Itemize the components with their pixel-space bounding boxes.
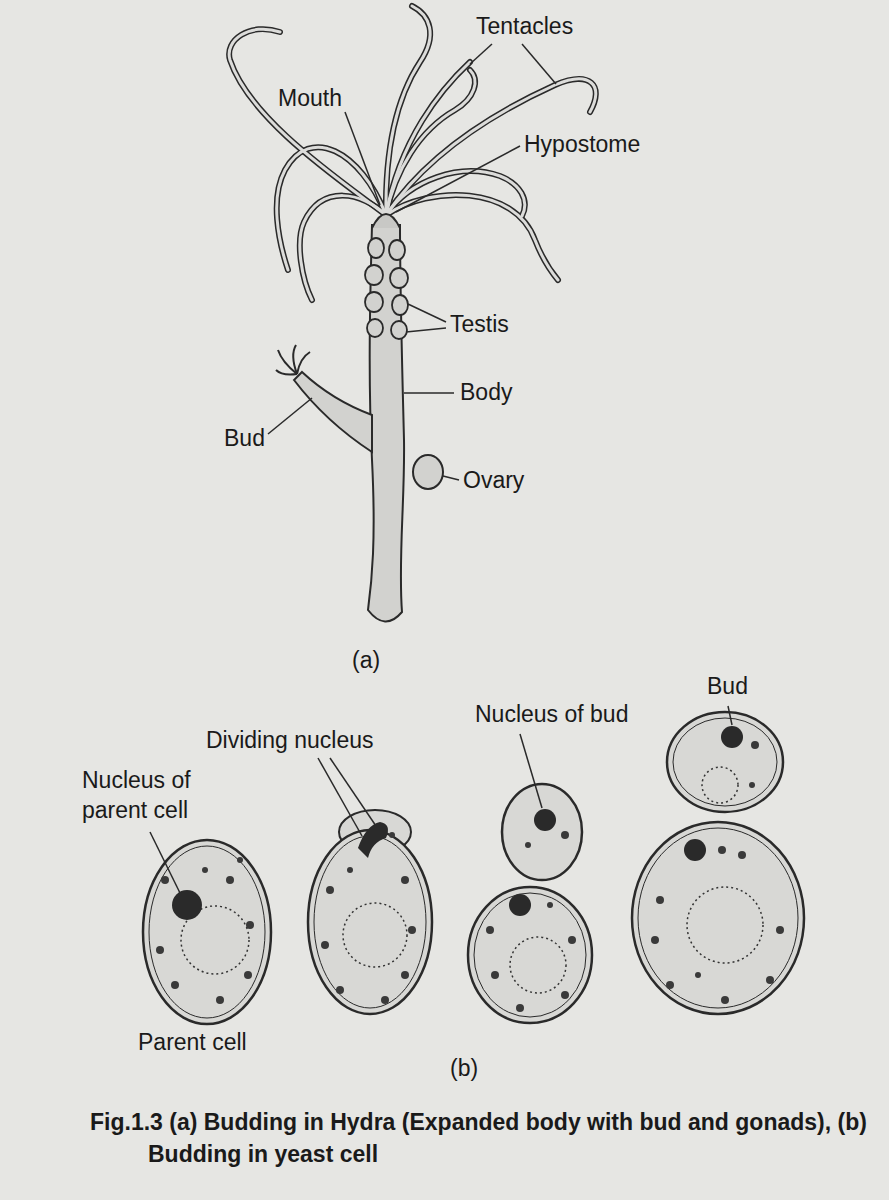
testis-lobes [365, 238, 408, 339]
hydra-bud [294, 372, 372, 452]
leader-lines [150, 706, 732, 893]
bud-label: Bud [707, 672, 748, 702]
ovary-label: Ovary [463, 466, 524, 496]
parent-cell-label: Parent cell [138, 1028, 247, 1058]
mouth-label: Mouth [278, 84, 342, 114]
bud-label: Bud [224, 424, 265, 454]
bud-nucleus-label: Nucleus of bud [475, 700, 628, 730]
bud-tentacles [276, 345, 310, 375]
figure-part-label: (a) [352, 646, 380, 676]
yeast-cell-2 [308, 810, 432, 1014]
parent-nucleus-label: Nucleus of parent cell [82, 766, 222, 826]
leader-lines [268, 44, 556, 480]
testis-label: Testis [450, 310, 509, 340]
figure-caption: Fig.1.3 (a) Budding in Hydra (Expanded b… [90, 1106, 888, 1170]
yeast-cell-1 [143, 840, 271, 1024]
yeast-cell-3 [468, 784, 592, 1023]
hypostome-label: Hypostome [524, 130, 640, 160]
yeast-cell-4 [632, 712, 804, 1014]
figure-part-label: (b) [450, 1054, 478, 1084]
body-label: Body [460, 378, 512, 408]
dividing-nucleus-label: Dividing nucleus [206, 726, 373, 756]
tentacles-label: Tentacles [476, 12, 573, 42]
hypostome [372, 214, 400, 228]
ovary [413, 455, 443, 489]
